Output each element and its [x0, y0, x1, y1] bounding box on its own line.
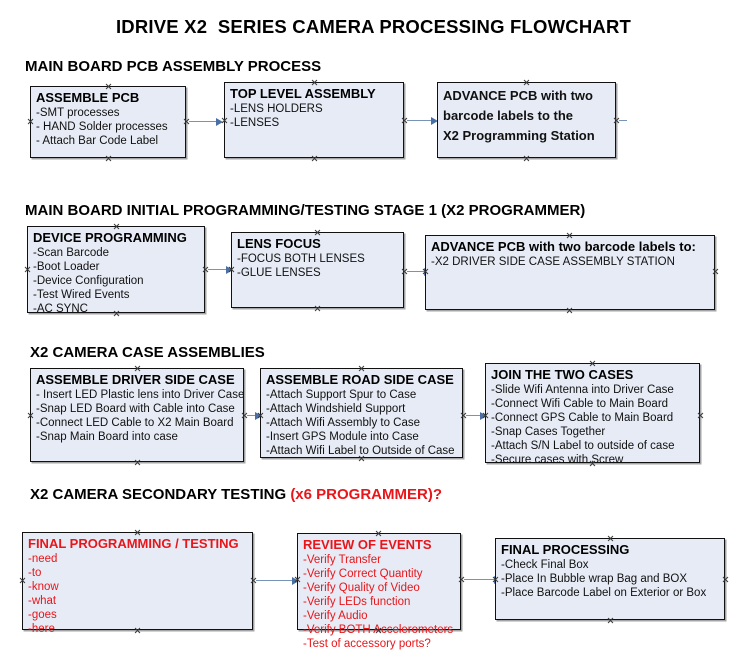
node-title: JOIN THE TWO CASES: [491, 367, 634, 382]
node-line: -Attach Windshield Support: [266, 403, 406, 415]
node-title: ASSEMBLE PCB: [36, 90, 140, 105]
node-line: -Device Configuration: [33, 275, 144, 287]
node-line: -Place In Bubble wrap Bag and BOX: [501, 573, 688, 585]
section-heading-1: MAIN BOARD PCB ASSEMBLY PROCESS: [25, 58, 321, 75]
node-line: -Attach S/N Label to outside of case: [491, 440, 675, 452]
node-line: -Snap LED Board with Cable into Case: [36, 403, 235, 415]
node-line: -SMT processes: [36, 107, 120, 119]
node-advance-pcb-programming-station[interactable]: ADVANCE PCB with two barcode labels to t…: [437, 82, 616, 158]
node-line: -Check Final Box: [501, 559, 589, 571]
node-title: ASSEMBLE DRIVER SIDE CASE: [36, 372, 235, 387]
node-line: -Secure cases with Screw: [491, 454, 624, 466]
node-line: -X2 DRIVER SIDE CASE ASSEMBLY STATION: [431, 256, 675, 268]
node-assemble-road-side-case[interactable]: ASSEMBLE ROAD SIDE CASE -Attach Support …: [260, 368, 463, 458]
node-title: ADVANCE PCB with two: [443, 88, 593, 103]
section-heading-2: MAIN BOARD INITIAL PROGRAMMING/TESTING S…: [25, 202, 585, 219]
node-title: TOP LEVEL ASSEMBLY: [230, 86, 376, 101]
node-join-the-two-cases[interactable]: JOIN THE TWO CASES -Slide Wifi Antenna i…: [485, 363, 700, 466]
node-line: -Snap Cases Together: [491, 426, 606, 438]
node-line: -Verify Quality of Video: [303, 582, 420, 594]
node-assemble-driver-side-case[interactable]: ASSEMBLE DRIVER SIDE CASE - Insert LED P…: [30, 368, 244, 462]
node-line: -FOCUS BOTH LENSES: [237, 253, 365, 265]
node-line: -Attach Wifi Label to Outside of Case: [266, 445, 455, 457]
node-title: DEVICE PROGRAMMING: [33, 230, 187, 245]
arrow-connector: [407, 116, 439, 125]
node-line: -Attach Support Spur to Case: [266, 389, 417, 401]
node-line: -Verify Transfer: [303, 554, 381, 566]
node-title: ADVANCE PCB with two barcode labels to:: [431, 239, 696, 254]
section-heading-3-text: X2 CAMERA CASE ASSEMBLIES: [30, 344, 265, 361]
node-line: -LENS HOLDERS: [230, 103, 323, 115]
node-line: -Snap Main Board into case: [36, 431, 178, 443]
node-title: FINAL PROCESSING: [501, 542, 630, 557]
node-line: -Verify Audio: [303, 610, 368, 622]
node-line: -Verify LEDs function: [303, 596, 411, 608]
node-line: -know: [28, 581, 59, 593]
node-line: -Scan Barcode: [33, 247, 110, 259]
section-heading-1-text: MAIN BOARD PCB ASSEMBLY PROCESS: [25, 58, 322, 75]
node-line: -what: [28, 595, 57, 607]
arrow-connector: [189, 117, 224, 126]
node-line: -AC SYNC: [33, 303, 88, 315]
node-title: ASSEMBLE ROAD SIDE CASE: [266, 372, 454, 387]
node-line: -Slide Wifi Antenna into Driver Case: [491, 384, 674, 396]
arrow-connector: [256, 576, 300, 585]
node-line: -Place Barcode Label on Exterior or Box: [501, 587, 707, 599]
node-final-programming-testing[interactable]: FINAL PROGRAMMING / TESTING -need -to -k…: [22, 532, 253, 635]
node-title: FINAL PROGRAMMING / TESTING: [28, 536, 239, 551]
node-line-overflow: -Test of accessory ports?: [303, 638, 431, 650]
node-line: -Attach Wifi Assembly to Case: [266, 417, 421, 429]
node-line: -Insert GPS Module into Case: [266, 431, 419, 443]
node-advance-pcb-driver-side[interactable]: ADVANCE PCB with two barcode labels to: …: [425, 235, 715, 310]
node-line: -need: [28, 553, 58, 565]
section-heading-4-accent: (x6 PROGRAMMER)?: [290, 486, 442, 503]
node-line: -Connect GPS Cable to Main Board: [491, 412, 674, 424]
node-lens-focus[interactable]: LENS FOCUS -FOCUS BOTH LENSES -GLUE LENS…: [231, 232, 404, 308]
node-line: - Attach Bar Code Label: [36, 135, 159, 147]
node-title: LENS FOCUS: [237, 236, 321, 251]
node-line: -here: [28, 623, 55, 635]
node-line: X2 Programming Station: [443, 128, 595, 143]
section-heading-3: X2 CAMERA CASE ASSEMBLIES: [30, 344, 265, 361]
node-review-of-events[interactable]: REVIEW OF EVENTS -Verify Transfer -Verif…: [297, 533, 461, 650]
node-line: -to: [28, 567, 42, 579]
section-heading-4-text: X2 CAMERA SECONDARY TESTING: [30, 486, 291, 503]
node-line: -Verify BOTH Accelerometers: [303, 624, 454, 636]
node-line: -goes: [28, 609, 57, 621]
node-line: barcode labels to the: [443, 108, 574, 123]
node-final-processing[interactable]: FINAL PROCESSING -Check Final Box -Place…: [495, 538, 725, 620]
connector-stub: [619, 120, 627, 122]
section-heading-2-text: MAIN BOARD INITIAL PROGRAMMING/TESTING S…: [25, 202, 586, 219]
node-line: -Boot Loader: [33, 261, 100, 273]
node-device-programming[interactable]: DEVICE PROGRAMMING -Scan Barcode -Boot L…: [27, 226, 205, 315]
node-line: - HAND Solder processes: [36, 121, 168, 133]
node-line: -Connect LED Cable to X2 Main Board: [36, 417, 234, 429]
page-title: IDRIVE X2 SERIES CAMERA PROCESSING FLOWC…: [115, 16, 632, 37]
node-line: -GLUE LENSES: [237, 267, 321, 279]
node-top-level-assembly[interactable]: TOP LEVEL ASSEMBLY -LENS HOLDERS -LENSES: [224, 82, 404, 158]
node-line: -Verify Correct Quantity: [303, 568, 423, 580]
node-line: - Insert LED Plastic lens into Driver Ca…: [36, 389, 245, 401]
node-line: -Test Wired Events: [33, 289, 130, 301]
node-line: -LENSES: [230, 117, 280, 129]
node-assemble-pcb[interactable]: ASSEMBLE PCB -SMT processes - HAND Solde…: [30, 86, 186, 158]
node-line: -Connect Wifi Cable to Main Board: [491, 398, 669, 410]
node-title: REVIEW OF EVENTS: [303, 537, 432, 552]
section-heading-4: X2 CAMERA SECONDARY TESTING (x6 PROGRAMM…: [30, 486, 442, 503]
